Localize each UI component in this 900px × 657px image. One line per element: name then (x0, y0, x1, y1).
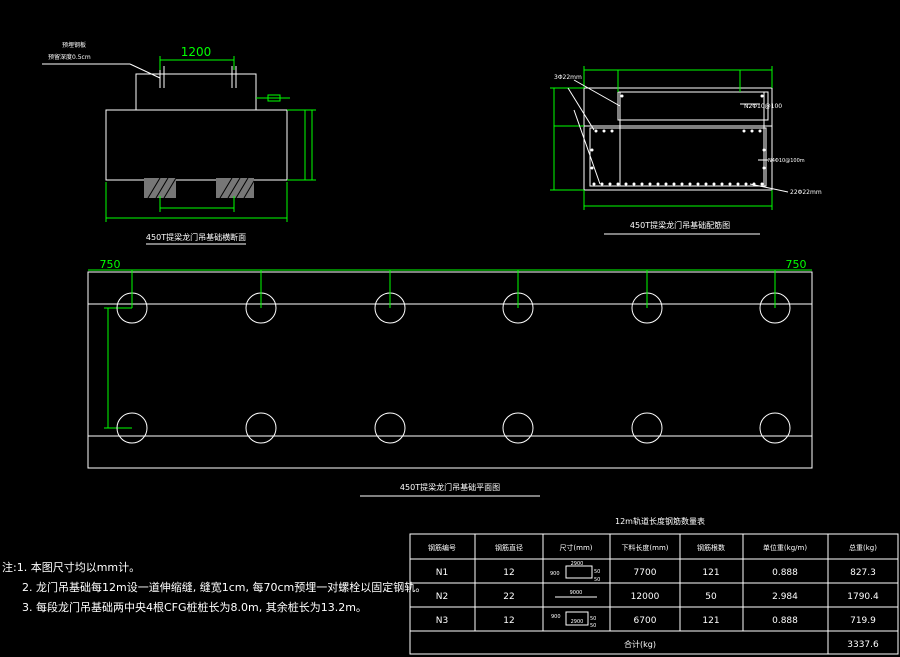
pile-row-1 (116, 270, 791, 324)
rebar-label-n2: N2Φ10@100 (744, 103, 782, 110)
svg-text:827.3: 827.3 (850, 568, 876, 578)
rebar-label-bottom: 22Φ22mm (790, 189, 822, 196)
callout-line2: 预留深度0.5cm (48, 53, 91, 61)
notes-block: 注:1. 本图尺寸均以mm计。 2. 龙门吊基础每12m设一道伸缩缝, 缝宽1c… (0, 558, 426, 618)
svg-text:1790.4: 1790.4 (847, 592, 879, 602)
svg-text:9000: 9000 (570, 590, 583, 596)
table-row: N3 12 900 2900 50 50 6700 121 0.888 719.… (436, 611, 876, 629)
svg-text:22: 22 (503, 592, 514, 602)
table-header: 钢筋编号 (428, 543, 456, 552)
plan-dim-left: 750 (100, 258, 121, 271)
table-header: 总重(kg) (849, 543, 877, 552)
rebar-bottom-bars (590, 94, 766, 186)
table-sum-value: 3337.6 (847, 640, 879, 650)
table-header: 下料长度(mm) (621, 543, 668, 552)
svg-text:6700: 6700 (634, 616, 657, 626)
svg-text:0.888: 0.888 (772, 568, 798, 578)
table-header: 单位重(kg/m) (763, 543, 807, 552)
rebar-top-cage (617, 91, 769, 121)
svg-text:12: 12 (503, 568, 514, 578)
rebar-view-title: 450T提梁龙门吊基础配筋图 (630, 220, 730, 230)
plan-dim-right: 750 (786, 258, 807, 271)
svg-text:12000: 12000 (631, 592, 660, 602)
plan-outline (87, 271, 813, 469)
svg-text:900: 900 (551, 614, 561, 620)
rebar-label-n4: N4Φ10@100m (768, 158, 805, 164)
svg-text:50: 50 (705, 592, 717, 602)
svg-text:2900: 2900 (571, 619, 584, 625)
section-footing-left (144, 178, 176, 198)
rebar-table: 12m轨道长度钢筋数量表 钢筋编号 钢筋直径 尺寸(mm) 下料长度(mm) 钢… (409, 516, 899, 655)
pile-circle (116, 412, 148, 444)
table-frame (409, 533, 899, 655)
note-1: 注:1. 本图尺寸均以mm计。 (2, 561, 141, 574)
callout-leader (129, 63, 161, 79)
note-3: 3. 每段龙门吊基础两中央4根CFG桩桩长为8.0m, 其余桩长为13.2m。 (22, 601, 367, 614)
svg-text:12: 12 (503, 616, 514, 626)
svg-text:50: 50 (590, 616, 596, 622)
svg-text:50: 50 (594, 577, 600, 583)
svg-text:719.9: 719.9 (850, 616, 876, 626)
table-sum-label: 合计(kg) (624, 639, 656, 649)
table-header: 钢筋根数 (697, 543, 725, 552)
svg-text:50: 50 (590, 623, 596, 629)
pile-circle (631, 412, 663, 444)
svg-text:N1: N1 (436, 568, 448, 578)
rebar-bottom-cage (589, 127, 767, 187)
svg-text:N3: N3 (436, 616, 448, 626)
svg-text:2900: 2900 (571, 561, 584, 567)
table-header: 尺寸(mm) (559, 543, 592, 552)
section-top-block (135, 73, 257, 111)
svg-text:7700: 7700 (634, 568, 657, 578)
svg-text:50: 50 (594, 569, 600, 575)
svg-text:2.984: 2.984 (772, 592, 798, 602)
table-header: 钢筋直径 (495, 543, 523, 552)
pile-circle (759, 412, 791, 444)
table-title: 12m轨道长度钢筋数量表 (615, 516, 705, 526)
pile-circle (502, 412, 534, 444)
section-view-title: 450T提梁龙门吊基础横断面 (146, 232, 246, 242)
plan-view: 750 750 450 (87, 258, 813, 497)
svg-text:900: 900 (550, 571, 560, 577)
svg-text:N2: N2 (436, 592, 448, 602)
section-main-body (105, 109, 288, 181)
table-row: N2 22 9000 12000 50 2.984 1790.4 (436, 590, 879, 602)
svg-text:121: 121 (702, 616, 719, 626)
rebar-view: 3Φ22mm N2Φ10@100 N4Φ10@100m 22Φ22mm 450T… (550, 66, 822, 235)
note-2: 2. 龙门吊基础每12m设一道伸缩缝, 缝宽1cm, 每70cm预埋一对螺栓以固… (22, 581, 427, 594)
pile-circle (374, 412, 406, 444)
rebar-label-left: 3Φ22mm (554, 74, 582, 81)
section-view: 1200 预埋钢板 预留深度0.5cm 450T提梁龙门吊基础横断面 (42, 41, 316, 245)
callout-line1: 预埋钢板 (62, 41, 86, 49)
plan-view-title: 450T提梁龙门吊基础平面图 (400, 482, 500, 492)
svg-text:121: 121 (702, 568, 719, 578)
pile-circle (245, 412, 277, 444)
svg-text:0.888: 0.888 (772, 616, 798, 626)
pile-row-2 (116, 412, 791, 444)
table-row: N1 12 2900 900 50 50 7700 121 0.888 827.… (436, 561, 876, 583)
dim-1200-label: 1200 (181, 45, 212, 59)
